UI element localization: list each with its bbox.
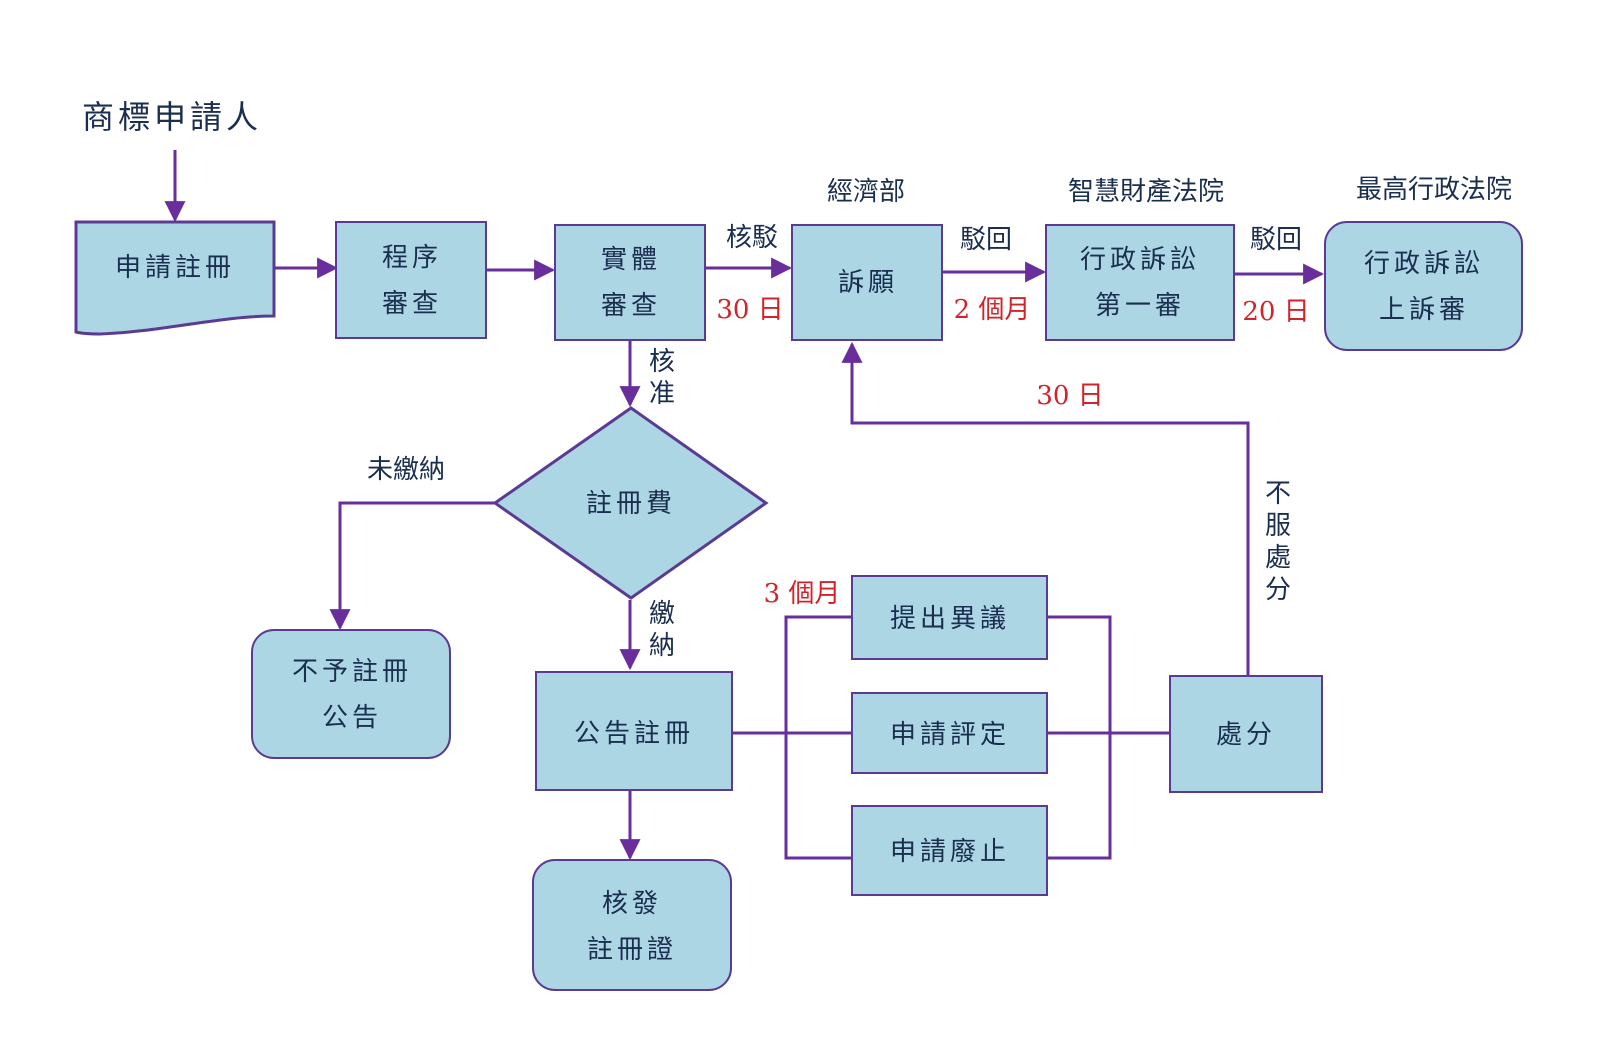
edge-label-deadline-30-days-b: 30 日 <box>1036 381 1103 411</box>
node-issue-certificate: 核發 註冊證 <box>532 859 732 991</box>
node-admin-first-line-1: 行政訴訟 <box>1080 245 1200 275</box>
node-opposition: 提出異議 <box>851 575 1048 660</box>
edge-label-dismissed-2: 駁回 <box>1250 225 1302 255</box>
node-announce-registration: 公告註冊 <box>535 671 733 791</box>
node-disposition-label: 處分 <box>1216 720 1276 750</box>
node-opposition-label: 提出異議 <box>890 604 1010 634</box>
edge-label-disagree-3: 處 <box>1265 543 1291 573</box>
line-left-bracket <box>784 615 852 860</box>
node-disposition: 處分 <box>1169 675 1323 793</box>
edge-label-deadline-20-days: 20 日 <box>1242 297 1309 327</box>
edge-label-approved-1: 核 <box>649 347 675 377</box>
org-label-supreme-admin-court: 最高行政法院 <box>1356 175 1512 205</box>
node-invalidation-label: 申請評定 <box>890 720 1010 750</box>
node-no-registration-line-2: 公告 <box>322 703 382 733</box>
edge-label-deadline-2-months: 2 個月 <box>954 295 1031 325</box>
line-right-bracket <box>1047 615 1112 860</box>
node-admin-litigation-appeal: 行政訴訟 上訴審 <box>1324 221 1523 351</box>
node-admin-appeal-line-2: 上訴審 <box>1379 295 1469 325</box>
org-label-ip-court: 智慧財產法院 <box>1068 177 1224 207</box>
node-no-registration-line-1: 不予註冊 <box>292 657 412 687</box>
node-invalidation: 申請評定 <box>851 692 1048 774</box>
node-issue-certificate-line-2: 註冊證 <box>587 935 677 965</box>
node-issue-certificate-line-1: 核發 <box>602 889 662 919</box>
edge-label-deadline-3-months: 3 個月 <box>764 579 841 609</box>
node-substantive-review-line-1: 實體 <box>601 245 661 275</box>
edge-label-paid-2: 納 <box>649 631 675 661</box>
edge-label-dismissed-1: 駁回 <box>960 225 1012 255</box>
node-no-registration-notice: 不予註冊 公告 <box>251 629 451 759</box>
node-revocation-label: 申請廢止 <box>890 837 1010 867</box>
node-formal-review: 程序 審查 <box>335 221 487 339</box>
node-formal-review-line-1: 程序 <box>382 243 442 273</box>
node-admin-litigation-first: 行政訴訟 第一審 <box>1045 224 1235 341</box>
edge-label-deadline-30-days: 30 日 <box>716 295 783 325</box>
node-revocation: 申請廢止 <box>851 805 1048 896</box>
edge-label-disagree-4: 分 <box>1265 575 1291 605</box>
connectors <box>164 150 1325 861</box>
node-substantive-review: 實體 審查 <box>554 224 706 341</box>
node-admin-appeal-line-1: 行政訴訟 <box>1364 249 1484 279</box>
org-label-moea: 經濟部 <box>827 177 905 207</box>
node-announce-registration-label: 公告註冊 <box>574 719 694 749</box>
node-petition-label: 訴願 <box>838 268 898 298</box>
edge-label-disagree-1: 不 <box>1265 479 1291 509</box>
edge-label-unpaid: 未繳納 <box>367 455 445 485</box>
node-apply-label: 申請註冊 <box>115 253 235 283</box>
arrow-fee-to-no-registration <box>329 501 495 631</box>
node-registration-fee-label: 註冊費 <box>586 489 676 519</box>
node-registration-fee: 註冊費 <box>492 406 769 600</box>
edge-label-paid-1: 繳 <box>649 599 675 629</box>
edge-label-rejected: 核駁 <box>726 223 778 253</box>
node-apply: 申請註冊 <box>74 220 276 336</box>
arrow-disposition-to-petition <box>841 341 1250 676</box>
node-admin-first-line-2: 第一審 <box>1095 291 1185 321</box>
node-substantive-review-line-2: 審查 <box>601 291 661 321</box>
node-petition: 訴願 <box>791 224 943 341</box>
edge-label-disagree-2: 服 <box>1265 511 1291 541</box>
start-label-applicant: 商標申請人 <box>82 98 262 136</box>
edge-label-approved-2: 准 <box>649 379 675 409</box>
node-formal-review-line-2: 審查 <box>382 289 442 319</box>
